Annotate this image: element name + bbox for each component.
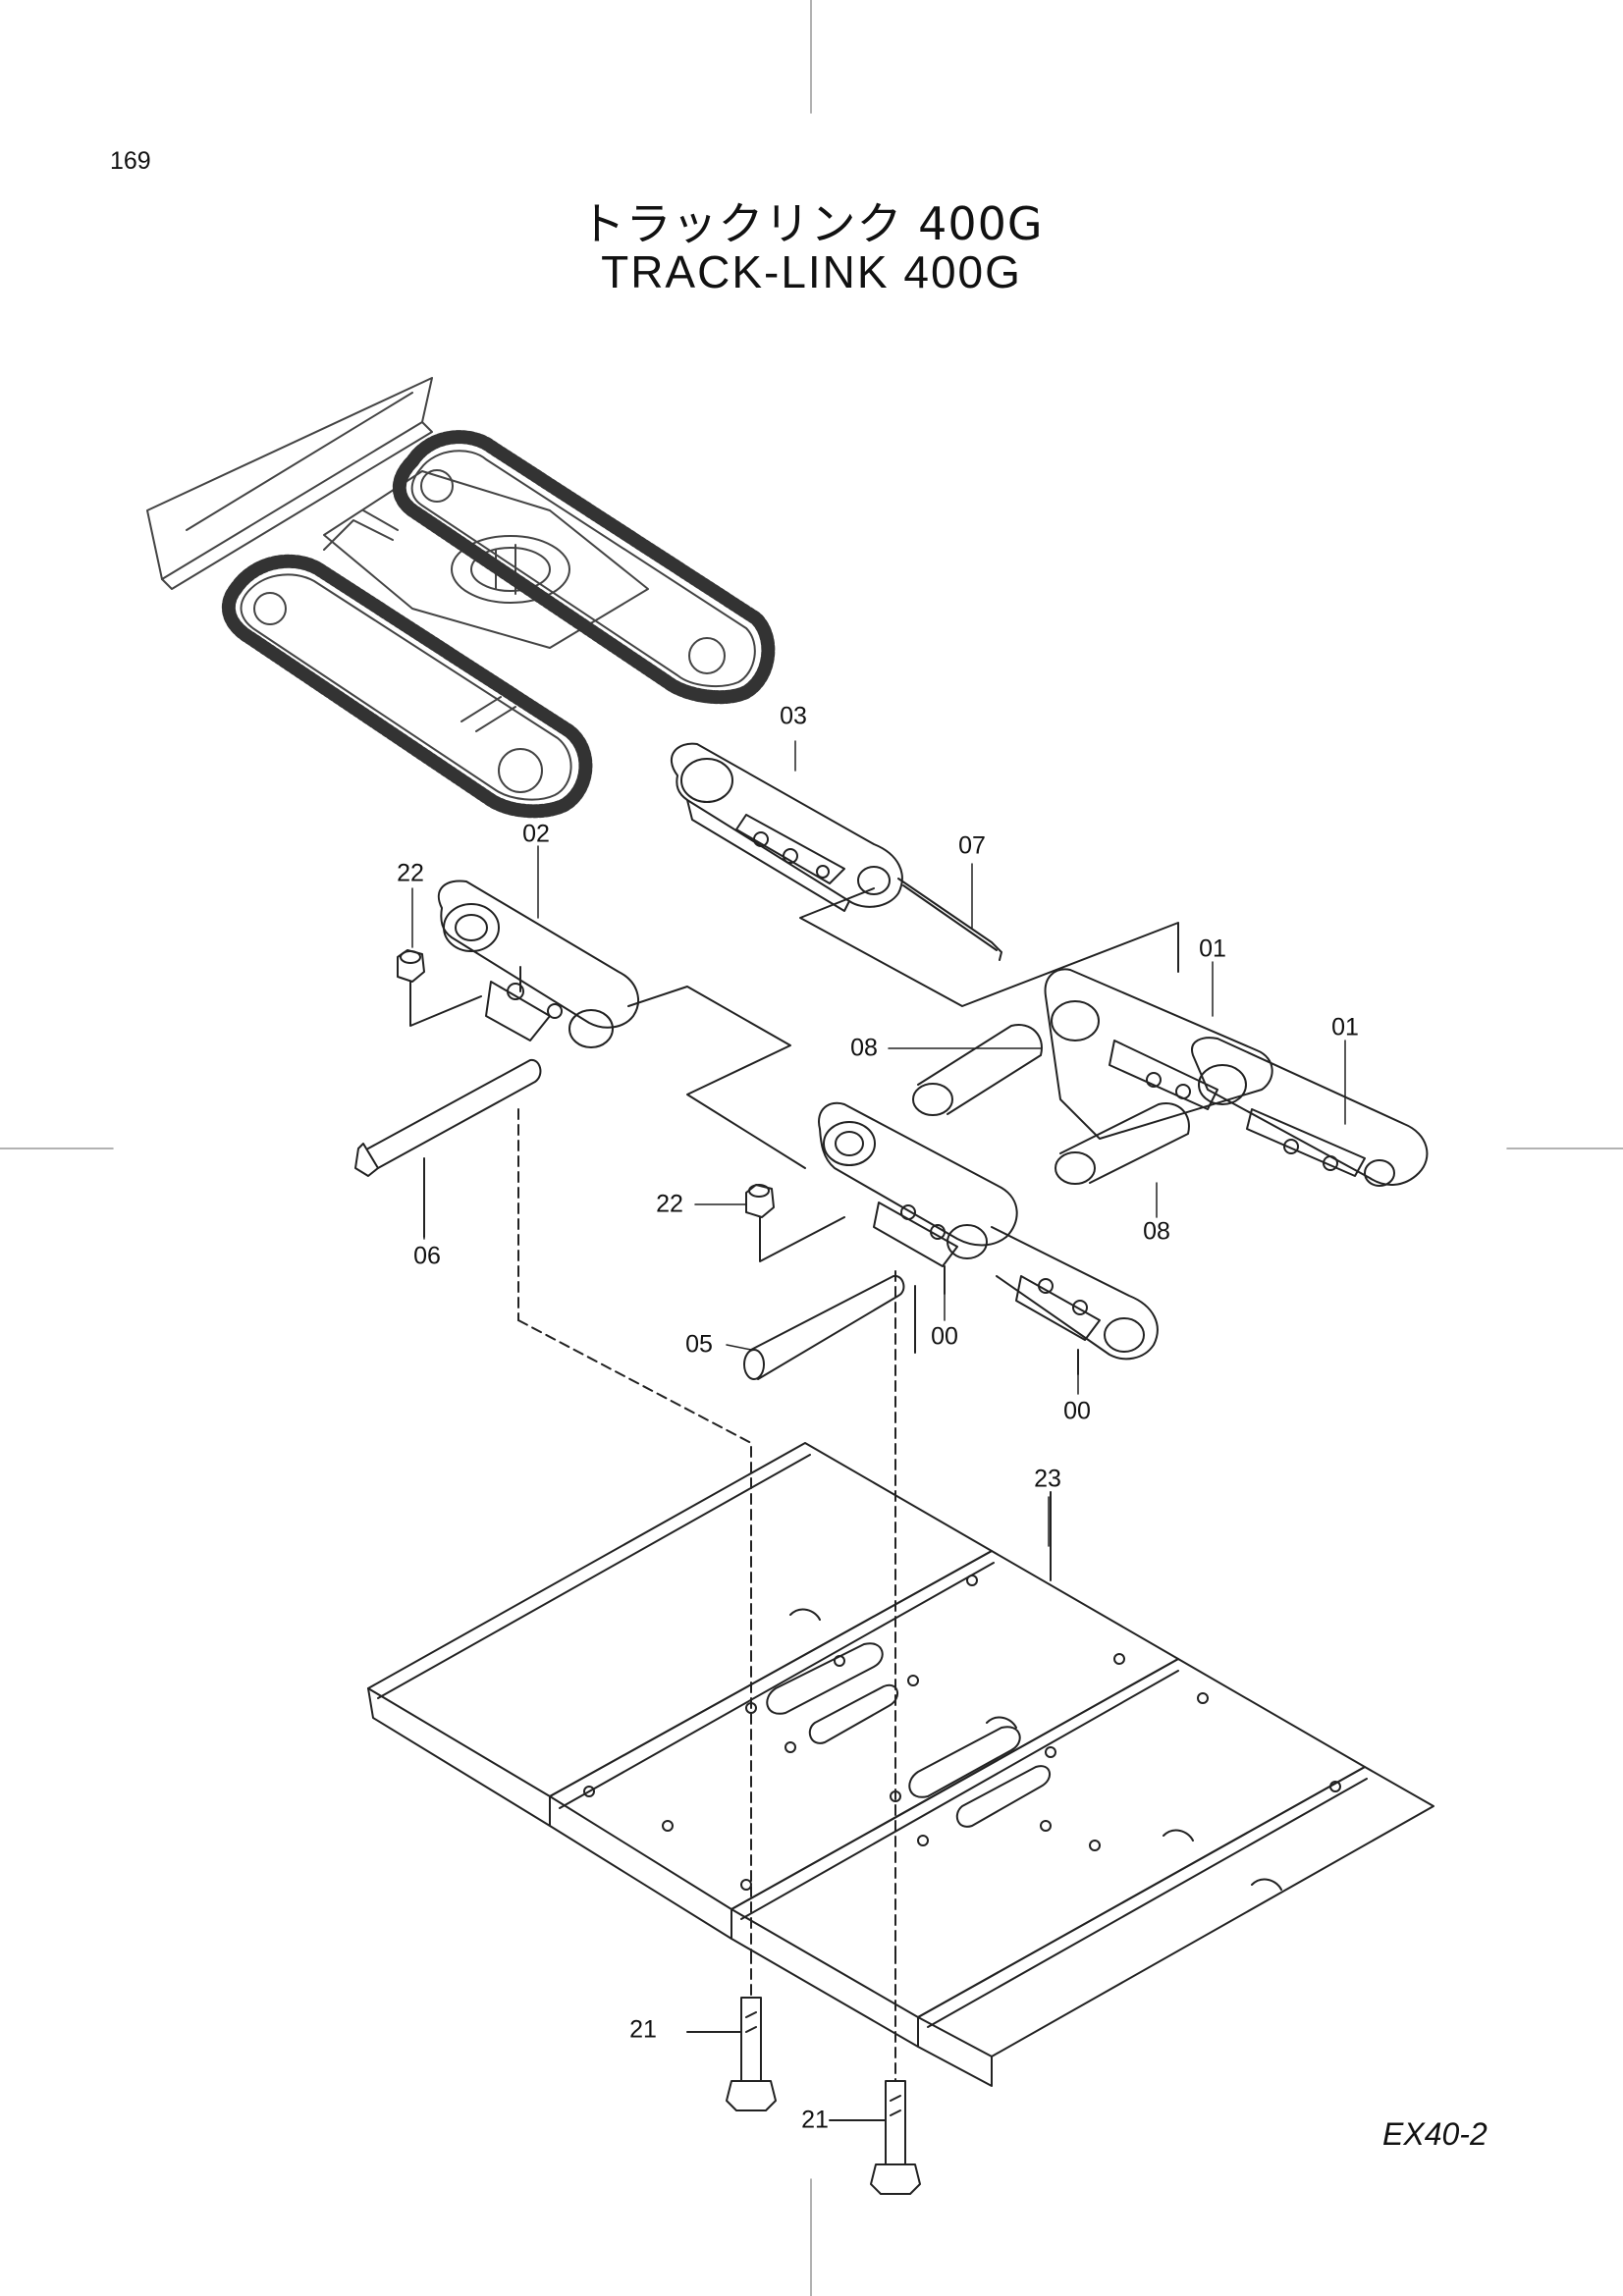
pin-05-drawing — [743, 1270, 916, 1954]
assembly-line-06-23 — [517, 1319, 752, 1954]
page-title-english: TRACK-LINK 400G — [601, 246, 1022, 297]
callout-01-upper: 01 — [1199, 934, 1226, 963]
undercarriage-overview-illustration — [146, 377, 776, 819]
page-number: 169 — [110, 147, 151, 175]
assembly-line-03-01 — [799, 887, 1179, 1007]
callout-03: 03 — [780, 702, 807, 730]
callout-leader-lines — [411, 740, 1346, 1547]
bushing-08-drawing — [912, 1024, 1190, 1185]
callout-05: 05 — [685, 1330, 713, 1359]
assembly-line-02-00 — [627, 986, 806, 1169]
callout-08-right: 08 — [1143, 1217, 1170, 1246]
page-title-japanese: トラックリンク 400G — [579, 197, 1044, 250]
callout-02: 02 — [522, 820, 550, 848]
callout-06: 06 — [413, 1242, 441, 1270]
track-link-03-drawing — [671, 742, 903, 912]
callout-08-left: 08 — [850, 1034, 878, 1062]
callout-00-right: 00 — [1063, 1397, 1091, 1425]
callout-21-lower: 21 — [801, 2106, 829, 2134]
track-shoe-23-drawing — [367, 1442, 1434, 2087]
callout-22-right: 22 — [656, 1190, 683, 1218]
callout-07: 07 — [958, 831, 986, 860]
callout-22-left: 22 — [397, 859, 424, 887]
callout-00-left: 00 — [931, 1322, 958, 1351]
track-link-02-drawing — [437, 880, 639, 1048]
model-code: EX40-2 — [1382, 2116, 1488, 2152]
nut-22-right-drawing — [745, 1184, 845, 1262]
callout-23: 23 — [1034, 1465, 1061, 1493]
bolt-21-drawing — [686, 1952, 921, 2195]
track-link-00-drawing — [818, 1101, 1159, 1375]
pin-06-drawing — [354, 1058, 542, 1321]
track-link-01-drawing — [1044, 968, 1429, 1187]
cotter-pin-07-drawing — [897, 878, 1002, 961]
nut-22-left-drawing — [397, 949, 482, 1027]
callout-21-upper: 21 — [629, 2015, 657, 2044]
callout-01-lower: 01 — [1331, 1013, 1359, 1041]
